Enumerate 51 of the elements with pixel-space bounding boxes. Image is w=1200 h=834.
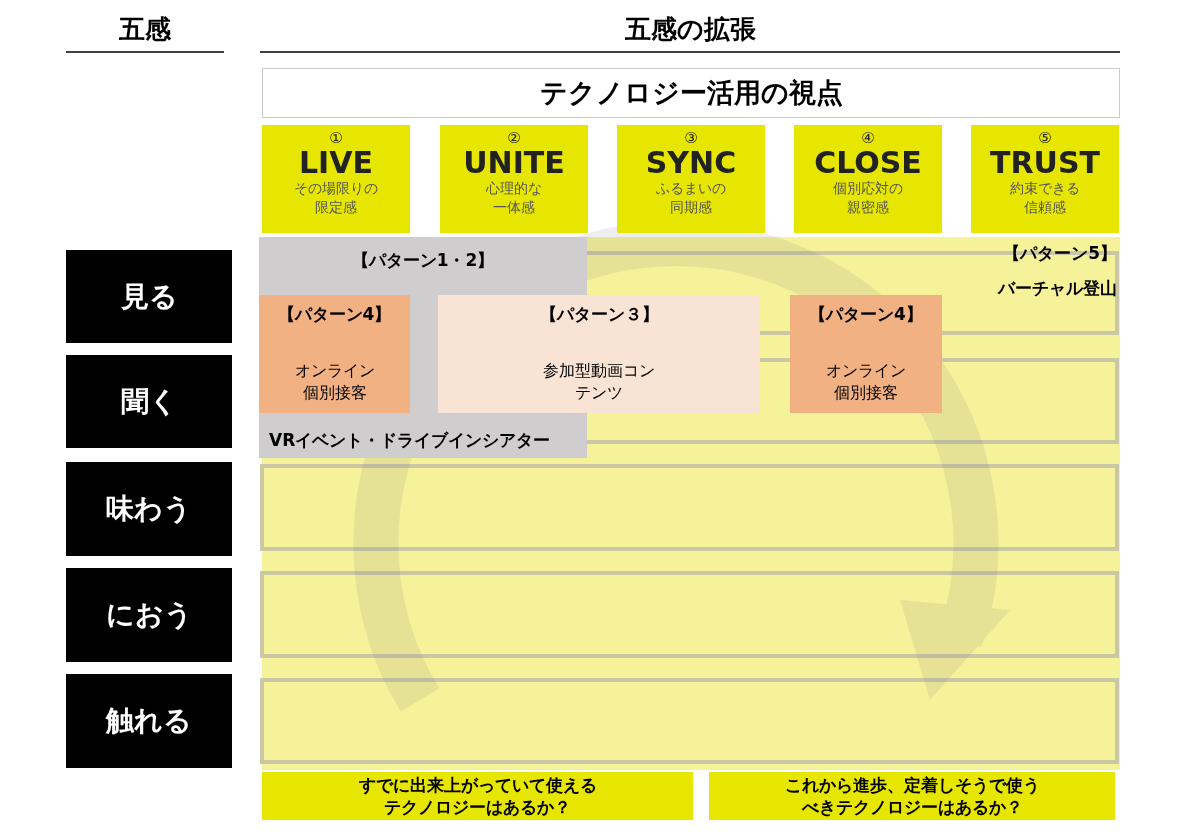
category-title: CLOSE (813, 147, 923, 179)
sense-label: 味わう (106, 491, 192, 527)
row-header (66, 250, 232, 343)
category-title: UNITE (462, 147, 566, 179)
category-card (617, 125, 765, 233)
header-box (262, 68, 1120, 118)
pattern-text: バーチャル登山 (996, 277, 1117, 300)
number-label: ③ (683, 129, 699, 147)
category-card (262, 125, 410, 233)
number-label: ⑤ (1037, 129, 1053, 147)
row-header (66, 462, 232, 556)
row-header (66, 355, 232, 448)
question-text: これから進歩、定着しそうで使うべきテクノロジーはあるか？ (784, 774, 1040, 818)
pattern-text: オンライン個別接客 (294, 360, 375, 404)
question-box (709, 772, 1115, 820)
sense-label: におう (105, 597, 193, 633)
row-header (66, 568, 232, 662)
column-heading: 五感の拡張 (623, 13, 757, 46)
pattern-box (438, 295, 760, 413)
category-card (794, 125, 942, 233)
question-text: すでに出来上がっていて使えるテクノロジーはあるか？ (358, 774, 597, 818)
category-card (971, 125, 1119, 233)
number-label: ① (328, 129, 344, 147)
category-title: SYNC (644, 147, 738, 179)
pattern-title: 【パターン３】 (538, 303, 660, 326)
pattern-title: 【パターン5】 (1002, 242, 1117, 265)
category-title: LIVE (298, 147, 374, 179)
pattern-text: 参加型動画コンテンツ (543, 360, 655, 404)
row-header (66, 674, 232, 768)
pattern-title: 【パターン4】 (808, 303, 924, 326)
category-description: その場限りの限定感 (293, 179, 379, 217)
category-card (440, 125, 588, 233)
pattern-box (790, 295, 942, 413)
number-label: ② (506, 129, 522, 147)
pattern-text: オンライン個別接客 (826, 360, 906, 404)
category-description: 約束できる信頼感 (1009, 179, 1081, 217)
category-description: 個別応対の親密感 (832, 179, 904, 217)
pattern-box (259, 295, 410, 413)
sense-label: 触れる (106, 703, 192, 739)
pattern-title: 【パターン1・2】 (350, 249, 496, 272)
pattern-text: VRイベント・ドライブインシアター (269, 429, 551, 452)
column-heading: 五感 (118, 13, 172, 46)
number-label: ④ (860, 129, 876, 147)
category-title: TRUST (989, 147, 1101, 179)
sense-label: 見る (120, 278, 178, 315)
pattern-title: 【パターン4】 (276, 303, 393, 326)
category-description: ふるまいの同期感 (655, 179, 727, 217)
sense-label: 聞く (120, 383, 178, 420)
question-box (262, 772, 693, 820)
category-description: 心理的な一体感 (485, 179, 543, 217)
header-title: テクノロジー活用の視点 (539, 76, 843, 110)
